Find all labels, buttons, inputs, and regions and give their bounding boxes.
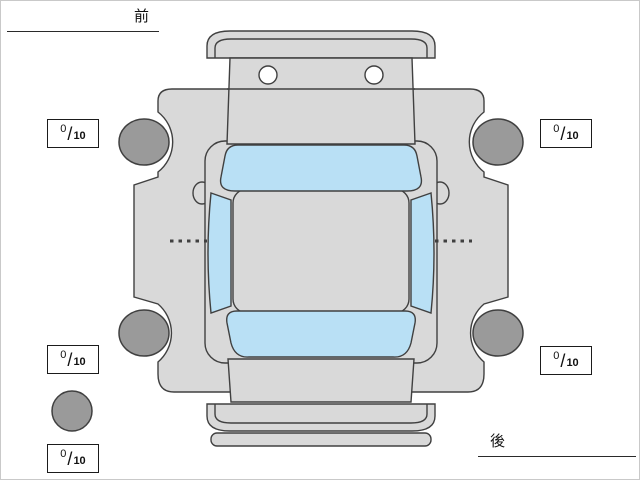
score-value: 0: [553, 350, 560, 362]
score-slash: /: [560, 350, 566, 371]
score-front-right: 0/10: [540, 119, 592, 148]
tire-rear-right: [472, 309, 524, 357]
score-rear-left: 0/10: [47, 345, 99, 374]
spare-tire: [51, 390, 93, 432]
score-slash: /: [560, 123, 566, 144]
rear-bumper: [206, 403, 436, 432]
front-label-text: 前: [133, 8, 149, 25]
tire-front-left: [118, 118, 170, 166]
side-window-right: [410, 192, 435, 314]
score-value: 0: [553, 123, 560, 135]
trunk: [227, 358, 415, 403]
score-front-left: 0/10: [47, 119, 99, 148]
windshield: [219, 144, 423, 192]
rear-label: 後: [478, 430, 636, 457]
side-window-left: [207, 192, 232, 314]
score-value: 0: [60, 349, 67, 361]
rear-bumper-trim-line: [214, 404, 428, 424]
score-max: 10: [566, 357, 579, 369]
rear-label-text: 後: [490, 433, 506, 450]
score-max: 10: [73, 455, 86, 467]
score-max: 10: [73, 130, 86, 142]
score-spare: 0/10: [47, 444, 99, 473]
tire-front-right: [472, 118, 524, 166]
score-max: 10: [73, 356, 86, 368]
front-bumper: [206, 30, 436, 59]
washer-nozzle-right: [364, 65, 384, 85]
washer-nozzle-left: [258, 65, 278, 85]
score-max: 10: [566, 130, 579, 142]
score-value: 0: [60, 123, 67, 135]
hood: [226, 57, 416, 145]
rear-bumper-lip: [210, 432, 432, 447]
rear-window: [226, 310, 416, 358]
score-slash: /: [67, 123, 73, 144]
score-slash: /: [67, 349, 73, 370]
roof: [232, 188, 410, 314]
tire-rear-left: [118, 309, 170, 357]
score-value: 0: [60, 448, 67, 460]
front-label: 前: [7, 5, 159, 32]
score-rear-right: 0/10: [540, 346, 592, 375]
score-slash: /: [67, 448, 73, 469]
front-bumper-trim-line: [214, 38, 428, 58]
